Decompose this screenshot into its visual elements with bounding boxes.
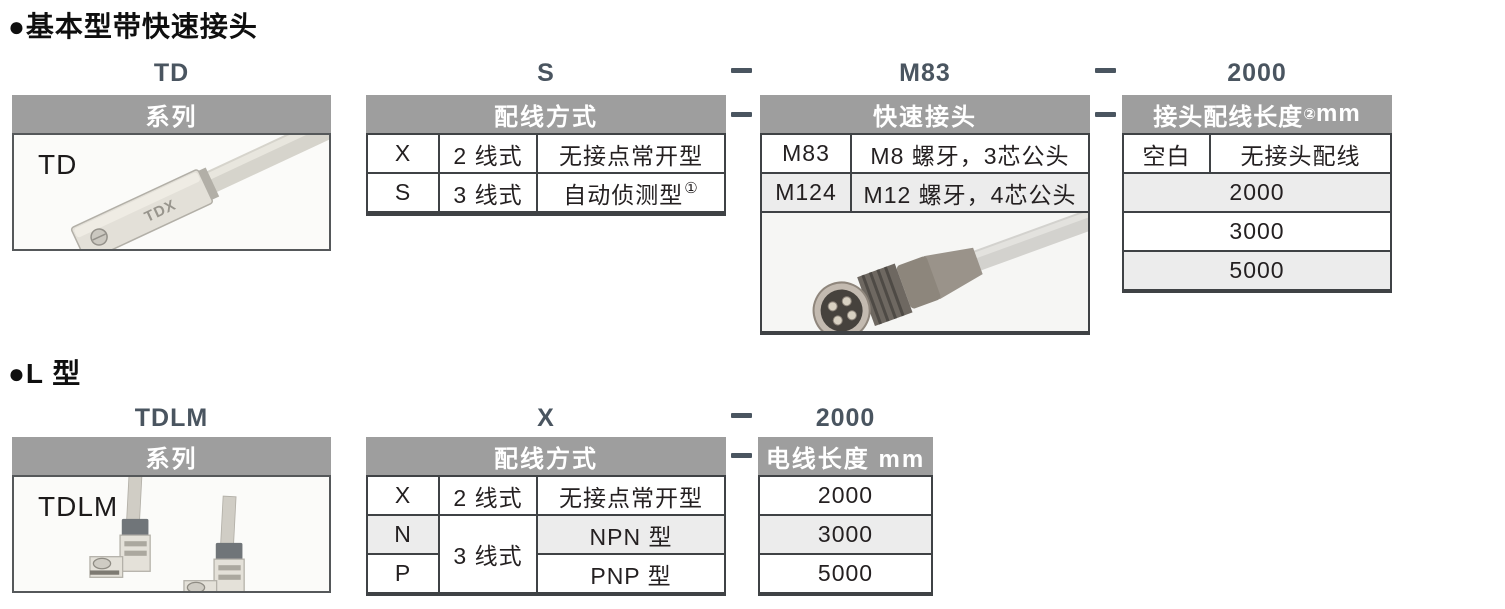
tdlm-series-photo-box: TDLM <box>12 475 331 593</box>
td-sensor-image: TDX <box>70 135 329 249</box>
connector-code-m83: M83 <box>762 135 850 172</box>
connector-desc-m8: M8 螺牙，3芯公头 <box>852 135 1088 172</box>
connector-desc-m12: M12 螺牙，4芯公头 <box>852 174 1088 211</box>
length-header-text: 接头配线长度 <box>1153 103 1304 131</box>
wiring-l-code-n: N <box>368 516 438 553</box>
connector-code-m124: M124 <box>762 174 850 211</box>
tdlm-model-label: TDLM <box>38 491 119 522</box>
wiring-l-wires-2: 2 线式 <box>440 477 536 514</box>
code-length-2000: 2000 <box>1227 59 1287 87</box>
wiring-table-header: 配线方式 <box>366 95 726 133</box>
length-option-3000: 3000 <box>1124 213 1390 250</box>
code-series-tdlm: TDLM <box>134 404 209 432</box>
wiring-wires-3: 3 线式 <box>440 174 536 211</box>
footnote-2-mark: ② <box>1303 106 1316 123</box>
wire-length-2000: 2000 <box>760 477 931 514</box>
table-connector-dash <box>1095 112 1116 117</box>
code-wiring-x: X <box>537 404 555 432</box>
code-connector-m83: M83 <box>899 59 951 87</box>
connector-photo-cell <box>762 213 1088 331</box>
length-table-body: 空白 无接头配线 2000 3000 5000 <box>1122 133 1392 293</box>
wiring-l-type-no: 无接点常开型 <box>538 477 724 514</box>
footnote-1-mark: ① <box>684 180 699 197</box>
code-separator-dash <box>1095 68 1116 73</box>
td-model-label: TD <box>38 149 78 180</box>
wiring-code-x: X <box>368 135 438 172</box>
td-series-photo-box: TD TDX <box>12 133 331 251</box>
length-desc-blank: 无接头配线 <box>1211 135 1390 172</box>
wire-length-table-header: 电线长度 mm <box>758 437 933 475</box>
code-wiring-s: S <box>537 59 555 87</box>
m-connector-image <box>812 213 1088 331</box>
wiring-type-no: 无接点常开型 <box>538 135 724 172</box>
series-table-header: 系列 <box>12 95 331 133</box>
connector-table-header: 快速接头 <box>760 95 1090 133</box>
wire-length-table-body: 2000 3000 5000 <box>758 475 933 596</box>
length-option-5000: 5000 <box>1124 252 1390 289</box>
section1-title: ●基本型带快速接头 <box>8 11 258 42</box>
wiring-type-auto-text: 自动侦测型 <box>563 181 684 208</box>
length-option-2000: 2000 <box>1124 174 1390 211</box>
connector-table-body: M83 M8 螺牙，3芯公头 M124 M12 螺牙，4芯公头 <box>760 133 1090 335</box>
wire-length-5000: 5000 <box>760 555 931 592</box>
wiring-table-header-l: 配线方式 <box>366 437 726 475</box>
series-table-header-l: 系列 <box>12 437 331 475</box>
wiring-l-code-p: P <box>368 555 438 592</box>
wiring-l-type-npn: NPN 型 <box>538 516 724 553</box>
wiring-l-wires-3: 3 线式 <box>440 516 536 592</box>
wire-length-3000: 3000 <box>760 516 931 553</box>
wiring-table-body-l: X 2 线式 无接点常开型 N 3 线式 NPN 型 P PNP 型 <box>366 475 726 596</box>
table-connector-dash <box>731 112 752 117</box>
length-header-unit: mm <box>1316 100 1361 127</box>
wiring-code-s: S <box>368 174 438 211</box>
length-code-blank: 空白 <box>1124 135 1209 172</box>
wiring-l-type-pnp: PNP 型 <box>538 555 724 592</box>
section2-title: ●L 型 <box>8 358 82 389</box>
code-length-2000-l: 2000 <box>815 404 876 432</box>
code-series-td: TD <box>153 59 190 87</box>
code-separator-dash <box>731 68 752 73</box>
table-connector-dash <box>731 453 752 458</box>
wiring-wires-2: 2 线式 <box>440 135 536 172</box>
code-separator-dash <box>731 413 752 418</box>
wiring-l-code-x: X <box>368 477 438 514</box>
